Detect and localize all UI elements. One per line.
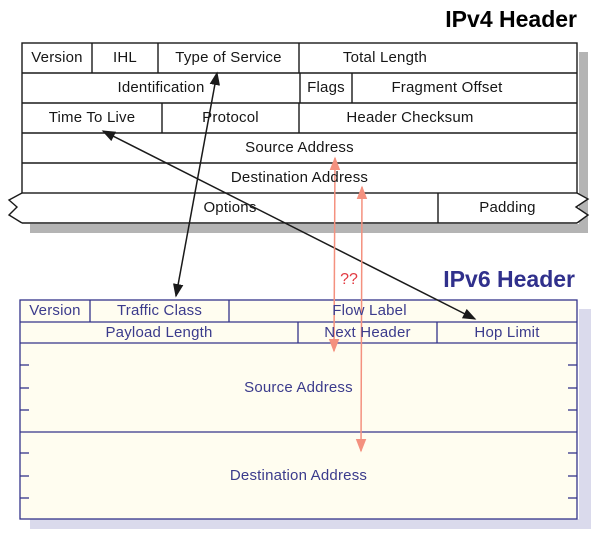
ipv6-field-hop-limit: Hop Limit	[474, 324, 540, 341]
ipv4-field-padding: Padding	[479, 199, 536, 216]
arrow-tos-trafficclass	[173, 71, 220, 298]
ipv6-title: IPv6 Header	[443, 266, 575, 292]
ipv4-field-destination-address: Destination Address	[230, 169, 369, 186]
ipv4-field-time-to-live: Time To Live	[48, 109, 136, 126]
ipv4-options-torn-edges	[7, 192, 590, 224]
field-mapping-arrows	[101, 71, 477, 453]
unknown-mapping-label: ??	[340, 271, 358, 288]
ipv6-field-traffic-class: Traffic Class	[116, 302, 203, 319]
ipv6-table-grid	[19, 299, 578, 520]
ipv4-field-options: Options	[203, 199, 257, 216]
ipv6-field-destination-address: Destination Address	[229, 467, 368, 484]
ipv6-field-payload-length: Payload Length	[105, 324, 213, 341]
ipv4-field-protocol: Protocol	[202, 109, 259, 126]
ipv4-field-source-address: Source Address	[245, 139, 354, 156]
ipv4-field-identification: Identification	[117, 79, 205, 96]
ipv4-field-type-of-service: Type of Service	[175, 49, 282, 66]
ipv6-table-shadow	[30, 309, 591, 529]
ipv6-field-flow-label: Flow Label	[332, 302, 407, 319]
ipv4-field-header-checksum: Header Checksum	[346, 109, 474, 126]
ipv6-field-source-address: Source Address	[244, 379, 353, 396]
ipv6-field-version: Version	[29, 302, 81, 319]
ipv4-field-flags: Flags	[307, 79, 345, 96]
ipv4-field-version: Version	[31, 49, 83, 66]
ipv4-field-ihl: IHL	[113, 49, 137, 66]
ipv4-title: IPv4 Header	[445, 6, 577, 32]
ipv4-field-fragment-offset: Fragment Offset	[391, 79, 503, 96]
ipv4-field-total-length: Total Length	[342, 49, 428, 66]
arrow-ttl-hoplimit	[101, 130, 477, 320]
ipv6-field-next-header: Next Header	[324, 324, 411, 341]
arrow-sourceaddress	[328, 156, 341, 353]
arrow-destinationaddress	[355, 185, 368, 453]
